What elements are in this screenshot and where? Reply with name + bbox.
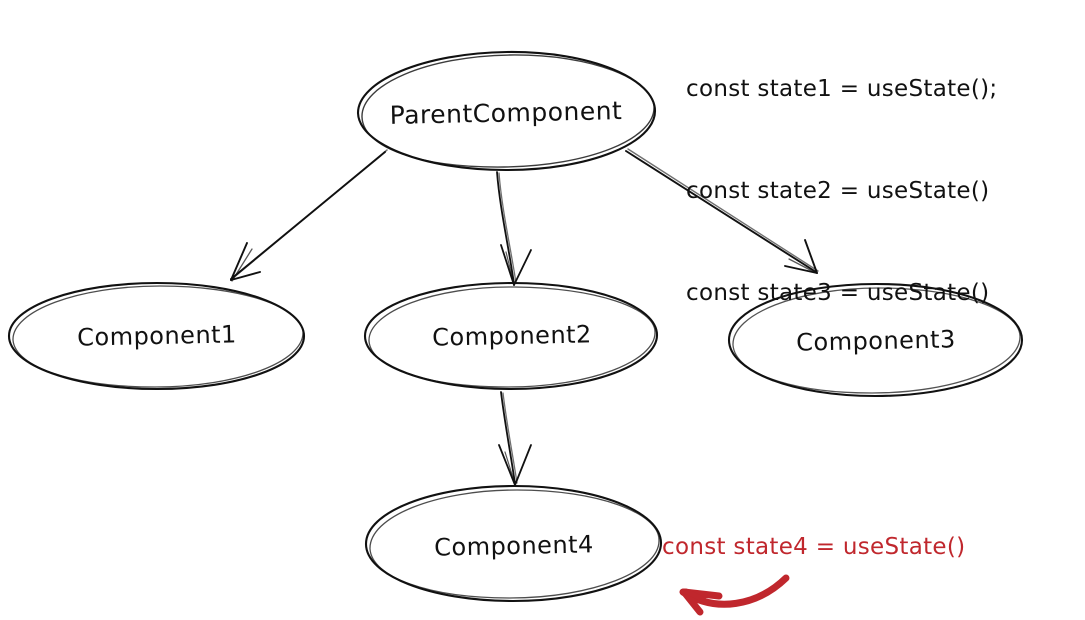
arrow-component2-to-component4	[498, 391, 532, 486]
node-ellipse-parent[interactable]	[356, 50, 657, 172]
node-ellipse-component2[interactable]	[363, 281, 659, 391]
code-line-state2: const state2 = useState()	[686, 178, 990, 204]
arrow-parent-to-component2	[496, 171, 532, 286]
parent-state-hooks-annotation: const state1 = useState(); const state2 …	[686, 4, 997, 378]
red-annotation-arrow	[679, 574, 790, 616]
code-line-state1: const state1 = useState();	[686, 76, 998, 102]
code-line-state3: const state3 = useState()	[686, 280, 990, 306]
arrow-parent-to-component1	[230, 149, 388, 282]
arrow-parent-to-component3	[625, 148, 819, 274]
node-ellipse-component4[interactable]	[364, 484, 663, 603]
node-ellipse-component3[interactable]	[727, 282, 1024, 398]
node-ellipse-component1[interactable]	[7, 281, 306, 391]
component4-state-hook-annotation: const state4 = useState()	[662, 534, 966, 560]
